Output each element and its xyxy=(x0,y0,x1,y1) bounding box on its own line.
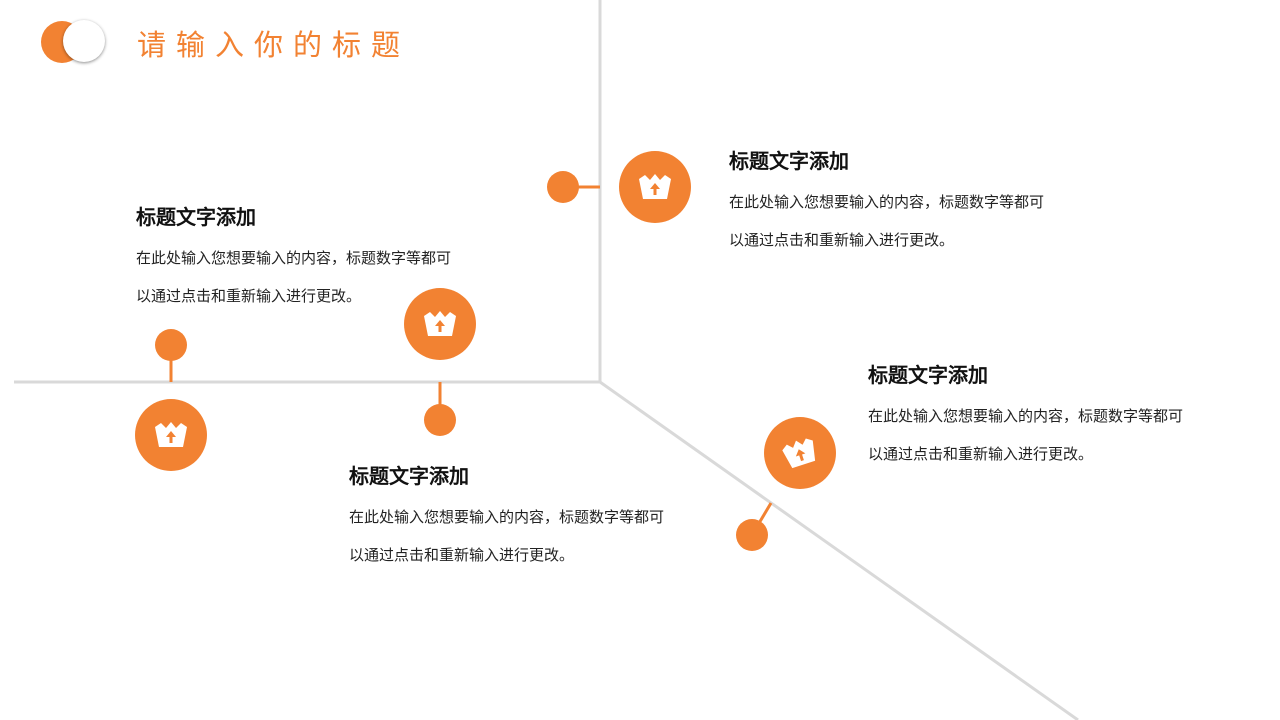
connector-dot xyxy=(155,329,187,361)
page-title: 请输入你的标题 xyxy=(137,28,411,62)
logo-circle-white xyxy=(63,20,105,62)
tilted-basket-upload-icon xyxy=(782,438,816,469)
item-2-block: 标题文字添加 在此处输入您想要输入的内容，标题数字等都可以通过点击和重新输入进行… xyxy=(136,203,476,315)
item-3-heading: 标题文字添加 xyxy=(349,464,469,488)
item-3-body: 在此处输入您想要输入的内容，标题数字等都可以通过点击和重新输入进行更改。 xyxy=(349,508,665,564)
item-4-heading: 标题文字添加 xyxy=(868,363,988,387)
basket-upload-icon xyxy=(155,422,187,447)
item-4-icon-circle xyxy=(764,417,836,489)
item-3-block: 标题文字添加 在此处输入您想要输入的内容，标题数字等都可以通过点击和重新输入进行… xyxy=(349,462,689,574)
item-1-heading: 标题文字添加 xyxy=(729,149,849,173)
basket-upload-icon xyxy=(639,174,671,199)
item-2-body: 在此处输入您想要输入的内容，标题数字等都可以通过点击和重新输入进行更改。 xyxy=(136,249,452,305)
diagonal-divider xyxy=(599,380,1079,720)
basket-upload-icon xyxy=(424,311,456,336)
connector-dot xyxy=(736,519,768,551)
connector-dot xyxy=(547,171,579,203)
item-1-body: 在此处输入您想要输入的内容，标题数字等都可以通过点击和重新输入进行更改。 xyxy=(729,193,1045,249)
item-2-icon-circle xyxy=(404,288,476,360)
item-1-icon-circle xyxy=(619,151,691,223)
item-3-icon-circle xyxy=(135,399,207,471)
item-4-block: 标题文字添加 在此处输入您想要输入的内容，标题数字等都可以通过点击和重新输入进行… xyxy=(868,361,1208,473)
connector-dot xyxy=(424,404,456,436)
item-4-body: 在此处输入您想要输入的内容，标题数字等都可以通过点击和重新输入进行更改。 xyxy=(868,407,1184,463)
item-1-block: 标题文字添加 在此处输入您想要输入的内容，标题数字等都可以通过点击和重新输入进行… xyxy=(729,147,1069,259)
item-2-heading: 标题文字添加 xyxy=(136,205,256,229)
